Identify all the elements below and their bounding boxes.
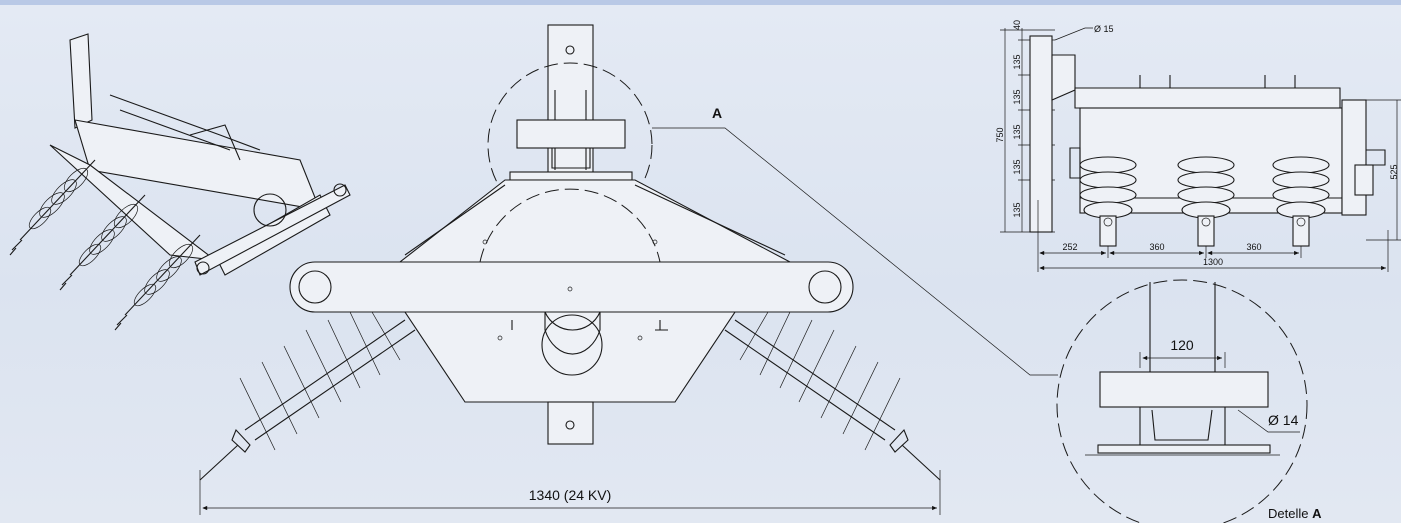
- front-view: [199, 24, 1058, 515]
- detail-hole-dimension: Ø 14: [1268, 412, 1299, 428]
- side-pitch-dimension-1: 135: [1012, 54, 1022, 69]
- side-insulator-2: [1177, 156, 1235, 247]
- isometric-view: [9, 33, 351, 331]
- side-total-dimension: 1300: [1203, 257, 1223, 267]
- side-top-dimension: 40: [1012, 20, 1022, 30]
- detail-caption: Detelle A: [1268, 506, 1322, 521]
- front-width-dimension: 1340 (24 KV): [529, 487, 612, 503]
- detail-width-dimension: 120: [1170, 337, 1194, 353]
- top-border: [0, 0, 1401, 5]
- side-spacing-dimension-3: 360: [1246, 242, 1261, 252]
- side-right-dimension: 525: [1389, 164, 1399, 179]
- detail-a-view: [1056, 279, 1308, 523]
- detail-leader: [652, 127, 1058, 376]
- side-spacing-dimension-2: 360: [1149, 242, 1164, 252]
- iso-insulator-2: [59, 194, 146, 291]
- side-spacing-dimension-1: 252: [1062, 242, 1077, 252]
- side-view: [1000, 27, 1401, 272]
- detail-caption-letter: A: [1312, 506, 1322, 521]
- side-pitch-dimension-2: 135: [1012, 89, 1022, 104]
- detail-marker: A: [712, 105, 722, 121]
- side-insulator-1: [1079, 156, 1137, 247]
- detail-caption-prefix: Detelle: [1268, 506, 1312, 521]
- iso-insulator-1: [9, 159, 96, 256]
- side-pitch-dimension-5: 135: [1012, 202, 1022, 217]
- side-insulator-3: [1272, 156, 1330, 247]
- iso-insulator-3: [114, 234, 201, 331]
- side-pitch-dimension-4: 135: [1012, 159, 1022, 174]
- front-right-insulator: [724, 311, 941, 481]
- side-pitch-dimension-3: 135: [1012, 124, 1022, 139]
- side-hole-dimension: Ø 15: [1094, 24, 1114, 34]
- front-left-insulator: [199, 311, 416, 481]
- side-height-dimension: 750: [995, 127, 1005, 142]
